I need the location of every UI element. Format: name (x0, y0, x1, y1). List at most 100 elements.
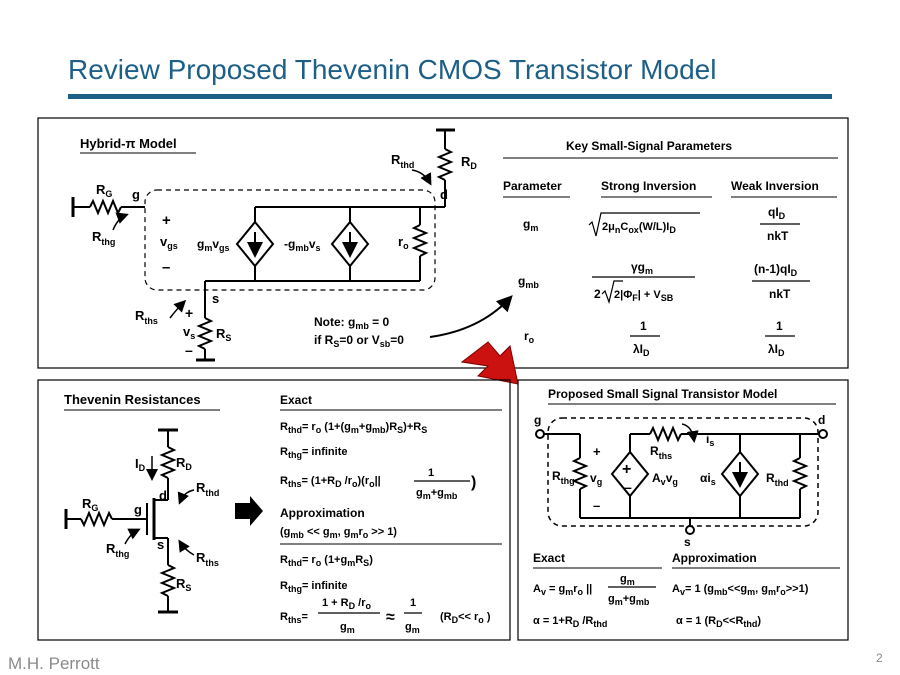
rthg-label: Rthg (92, 229, 115, 247)
thev-rg-resistor (80, 510, 113, 528)
svg-text:Rthd: Rthd (196, 480, 219, 498)
svg-text:Rths= (1+RD /ro)(ro||: Rths= (1+RD /ro)(ro|| (280, 475, 381, 489)
svg-text:λID: λID (633, 342, 650, 358)
header-parameter: Parameter (503, 179, 562, 193)
black-pointer-arrow (235, 496, 263, 526)
svg-text:gm: gm (620, 573, 635, 587)
svg-text:+: + (593, 444, 601, 459)
hybrid-pi-title: Hybrid-π Model (80, 136, 177, 151)
vgs-label: vgs (160, 234, 178, 251)
thev-approx-title: Approximation (280, 506, 365, 520)
svg-text:α = 1+RD /Rthd: α = 1+RD /Rthd (533, 615, 607, 629)
svg-text:α = 1 (RD<<Rthd): α = 1 (RD<<Rthd) (676, 615, 761, 629)
svg-text:(n-1)qID: (n-1)qID (754, 262, 798, 278)
slide-title: Review Proposed Thevenin CMOS Transistor… (68, 54, 717, 85)
proposed-approx-title: Approximation (672, 551, 757, 565)
svg-text:Rthd= ro (1+(gm+gmb)RS)+RS: Rthd= ro (1+(gm+gmb)RS)+RS (280, 421, 427, 435)
thevenin-panel (37, 379, 511, 641)
svg-text:Rthg= infinite: Rthg= infinite (280, 446, 347, 460)
svg-text:s: s (684, 535, 691, 549)
svg-text:d: d (159, 488, 167, 503)
gm-vgs-label: gmvgs (197, 237, 230, 253)
footer-author: M.H. Perrott (8, 654, 100, 673)
hybrid-pi-panel (37, 117, 849, 369)
rths-label: Rths (135, 308, 158, 326)
note-line-2: if RS=0 or Vsb=0 (314, 333, 404, 349)
rd-label: RD (461, 154, 477, 171)
drain-node-label: d (440, 187, 448, 202)
page-number: 2 (876, 651, 883, 665)
svg-text:Rthg: Rthg (552, 469, 575, 486)
thev-rd-resistor (159, 446, 177, 479)
thev-exact-title: Exact (280, 393, 312, 407)
svg-text:g: g (534, 413, 541, 427)
svg-text:Avvg: Avvg (652, 471, 678, 487)
svg-text:gm+gmb: gm+gmb (416, 487, 458, 501)
svg-text:1: 1 (428, 467, 434, 479)
svg-text:Rthd= ro (1+gmRS): Rthd= ro (1+gmRS) (280, 554, 373, 568)
svg-text:+: + (185, 305, 193, 321)
rthd-arrow (411, 169, 432, 186)
note-arrow (429, 295, 513, 338)
svg-text:gm: gm (340, 621, 355, 635)
svg-text:qID: qID (768, 205, 786, 221)
svg-text:(RD<< ro ): (RD<< ro ) (440, 611, 491, 625)
svg-text:λID: λID (768, 342, 785, 358)
svg-text:vg: vg (590, 471, 602, 487)
rthg-arrow (112, 212, 129, 231)
thevenin-title: Thevenin Resistances (64, 392, 201, 407)
proposed-dashed-box (547, 417, 819, 527)
svg-text:Rths: Rths (196, 550, 219, 568)
key-params-title: Key Small-Signal Parameters (566, 139, 732, 153)
svg-text:gm: gm (405, 621, 420, 635)
proposed-exact-title: Exact (533, 551, 565, 565)
svg-text:–: – (593, 498, 600, 513)
header-strong-inversion: Strong Inversion (601, 179, 696, 193)
svg-text:RG: RG (82, 496, 98, 513)
svg-text:nkT: nkT (767, 229, 789, 243)
svg-text:≈: ≈ (386, 609, 395, 626)
proposed-panel (517, 379, 849, 641)
svg-text:Rthd: Rthd (766, 471, 789, 488)
svg-text:g: g (134, 502, 142, 517)
svg-text:–: – (185, 342, 193, 358)
gmb-vs-label: -gmbvs (284, 237, 321, 253)
svg-text:): ) (471, 474, 476, 491)
svg-text:Rthg= infinite: Rthg= infinite (280, 580, 347, 594)
transistor-dashed-box (144, 189, 436, 291)
svg-text:1: 1 (776, 319, 783, 333)
gate-node-label: g (132, 187, 140, 202)
svg-text:1: 1 (640, 319, 647, 333)
svg-text:2μnCox(W/L)ID: 2μnCox(W/L)ID (602, 221, 676, 235)
param-ro: ro (524, 329, 535, 345)
svg-text:ID: ID (135, 456, 146, 473)
svg-text:Av= 1 (gmb<<gm, gmro>>1): Av= 1 (gmb<<gm, gmro>>1) (672, 583, 809, 597)
rg-label: RG (96, 182, 112, 199)
svg-text:gm+gmb: gm+gmb (608, 593, 650, 607)
svg-text:Rths=: Rths= (280, 611, 308, 625)
svg-text:Av = gmro ||: Av = gmro || (533, 583, 592, 597)
svg-text:d: d (818, 413, 825, 427)
ro-label: ro (398, 234, 409, 251)
source-node-label: s (212, 291, 219, 306)
rthd-label: Rthd (391, 152, 414, 170)
red-pointer-arrow (460, 341, 519, 385)
rs-label: RS (216, 326, 231, 343)
vs-label: vs (183, 324, 195, 341)
svg-text:γgm: γgm (631, 260, 653, 276)
svg-text:Rths: Rths (650, 444, 672, 461)
svg-text:2|ΦF| + VSB: 2|ΦF| + VSB (614, 289, 674, 303)
svg-text:αis: αis (700, 471, 716, 487)
svg-text:2: 2 (594, 287, 601, 301)
svg-text:nkT: nkT (769, 287, 791, 301)
svg-text:(gmb << gm, gmro >> 1): (gmb << gm, gmro >> 1) (280, 526, 397, 540)
title-underline (68, 94, 832, 99)
vgs-plus: + (162, 212, 171, 229)
rg-resistor (89, 198, 122, 216)
rd-resistor (436, 148, 454, 181)
note-line-1: Note: gmb = 0 (314, 315, 390, 331)
ro-resistor (411, 224, 429, 257)
header-weak-inversion: Weak Inversion (731, 179, 819, 193)
svg-text:1: 1 (410, 597, 416, 609)
